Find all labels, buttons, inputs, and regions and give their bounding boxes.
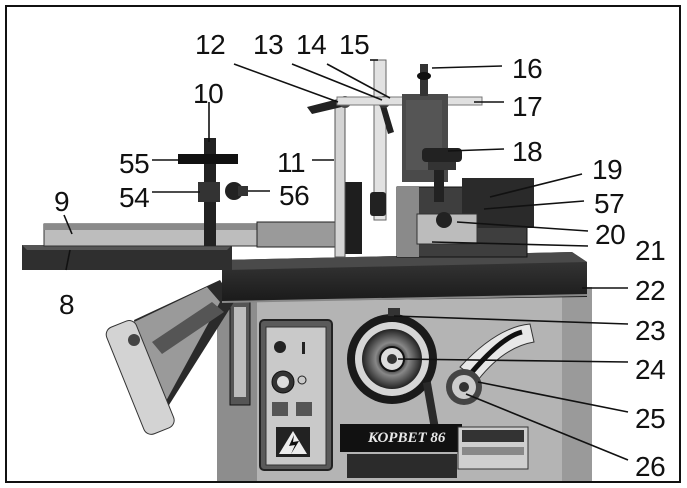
- callout-57: 57: [594, 188, 625, 219]
- callout-55: 55: [119, 148, 150, 179]
- guard-rod: [334, 101, 346, 258]
- hold-down-arm: [178, 154, 238, 164]
- callout-18: 18: [512, 136, 543, 167]
- callout-54: 54: [119, 182, 150, 213]
- callout-8: 8: [59, 289, 75, 320]
- diagram-frame: КОРВЕТ 86 9 8 10 11 12 13 14 15 16 17 18…: [5, 5, 681, 483]
- extension-table: [22, 245, 232, 270]
- callout-23: 23: [635, 315, 666, 346]
- fence-knob-shaft: [434, 150, 444, 202]
- cabinet-right-shade: [562, 287, 592, 481]
- callout-25: 25: [635, 403, 666, 434]
- machine-illustration: [22, 59, 629, 481]
- callout-17: 17: [512, 91, 543, 122]
- callout-24: 24: [635, 354, 666, 385]
- callout-15: 15: [339, 29, 370, 60]
- start-button: [274, 341, 286, 353]
- callout-22: 22: [635, 275, 666, 306]
- callout-20: 20: [595, 219, 626, 250]
- callout-21: 21: [635, 235, 666, 266]
- callout-9: 9: [54, 186, 70, 217]
- callout-12: 12: [195, 29, 226, 60]
- callout-10: 10: [193, 78, 224, 109]
- callout-26: 26: [635, 451, 666, 482]
- callout-13: 13: [253, 29, 284, 60]
- callout-56: 56: [279, 180, 310, 211]
- callout-14: 14: [296, 29, 327, 60]
- brand-plate: [340, 424, 462, 452]
- callout-19: 19: [592, 154, 623, 185]
- callout-16: 16: [512, 53, 543, 84]
- carriage-end-cap: [105, 320, 175, 435]
- leader-lines: [63, 59, 629, 461]
- brand-plate-text: КОРВЕТ 86: [368, 430, 446, 446]
- callout-11: 11: [277, 147, 306, 178]
- guard-block: [342, 182, 362, 254]
